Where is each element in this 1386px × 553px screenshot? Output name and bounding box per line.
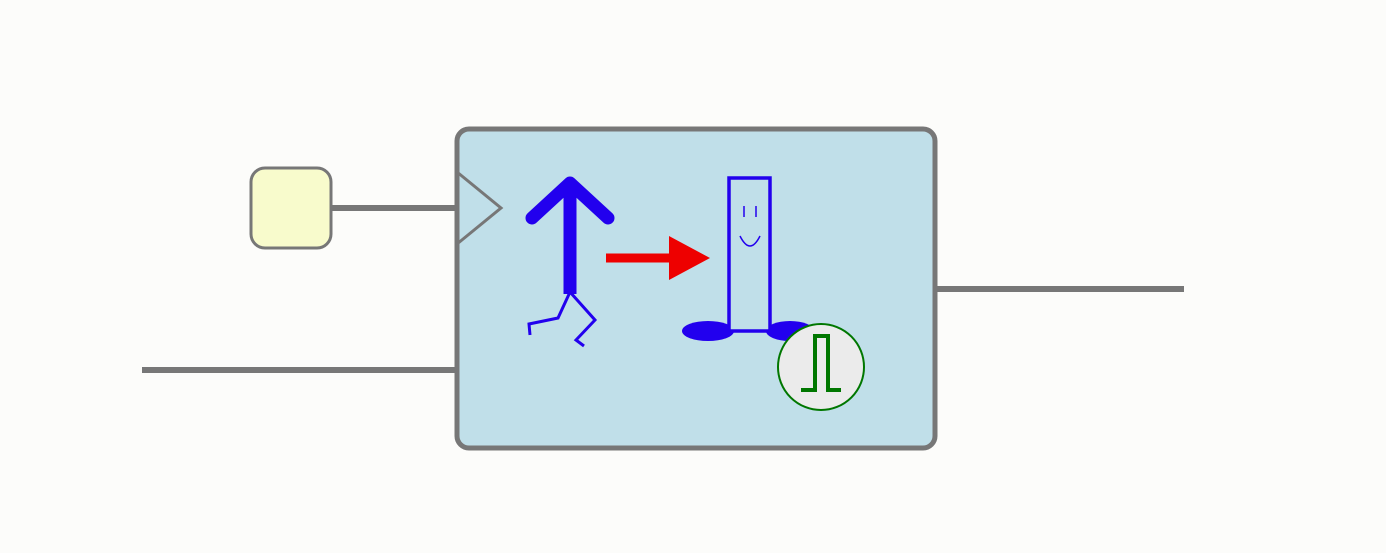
smiling-music-note-icon: [682, 176, 814, 341]
red-right-arrow-icon: [606, 236, 710, 280]
pulse-waveform-icon: [777, 323, 865, 411]
rising-edge-block[interactable]: [454, 126, 938, 451]
rising-edge-walking-arrow-icon: [525, 176, 615, 348]
block-body[interactable]: [454, 126, 938, 451]
trigger-input-marker-icon: [456, 170, 504, 246]
input-port-block[interactable]: [249, 166, 333, 250]
